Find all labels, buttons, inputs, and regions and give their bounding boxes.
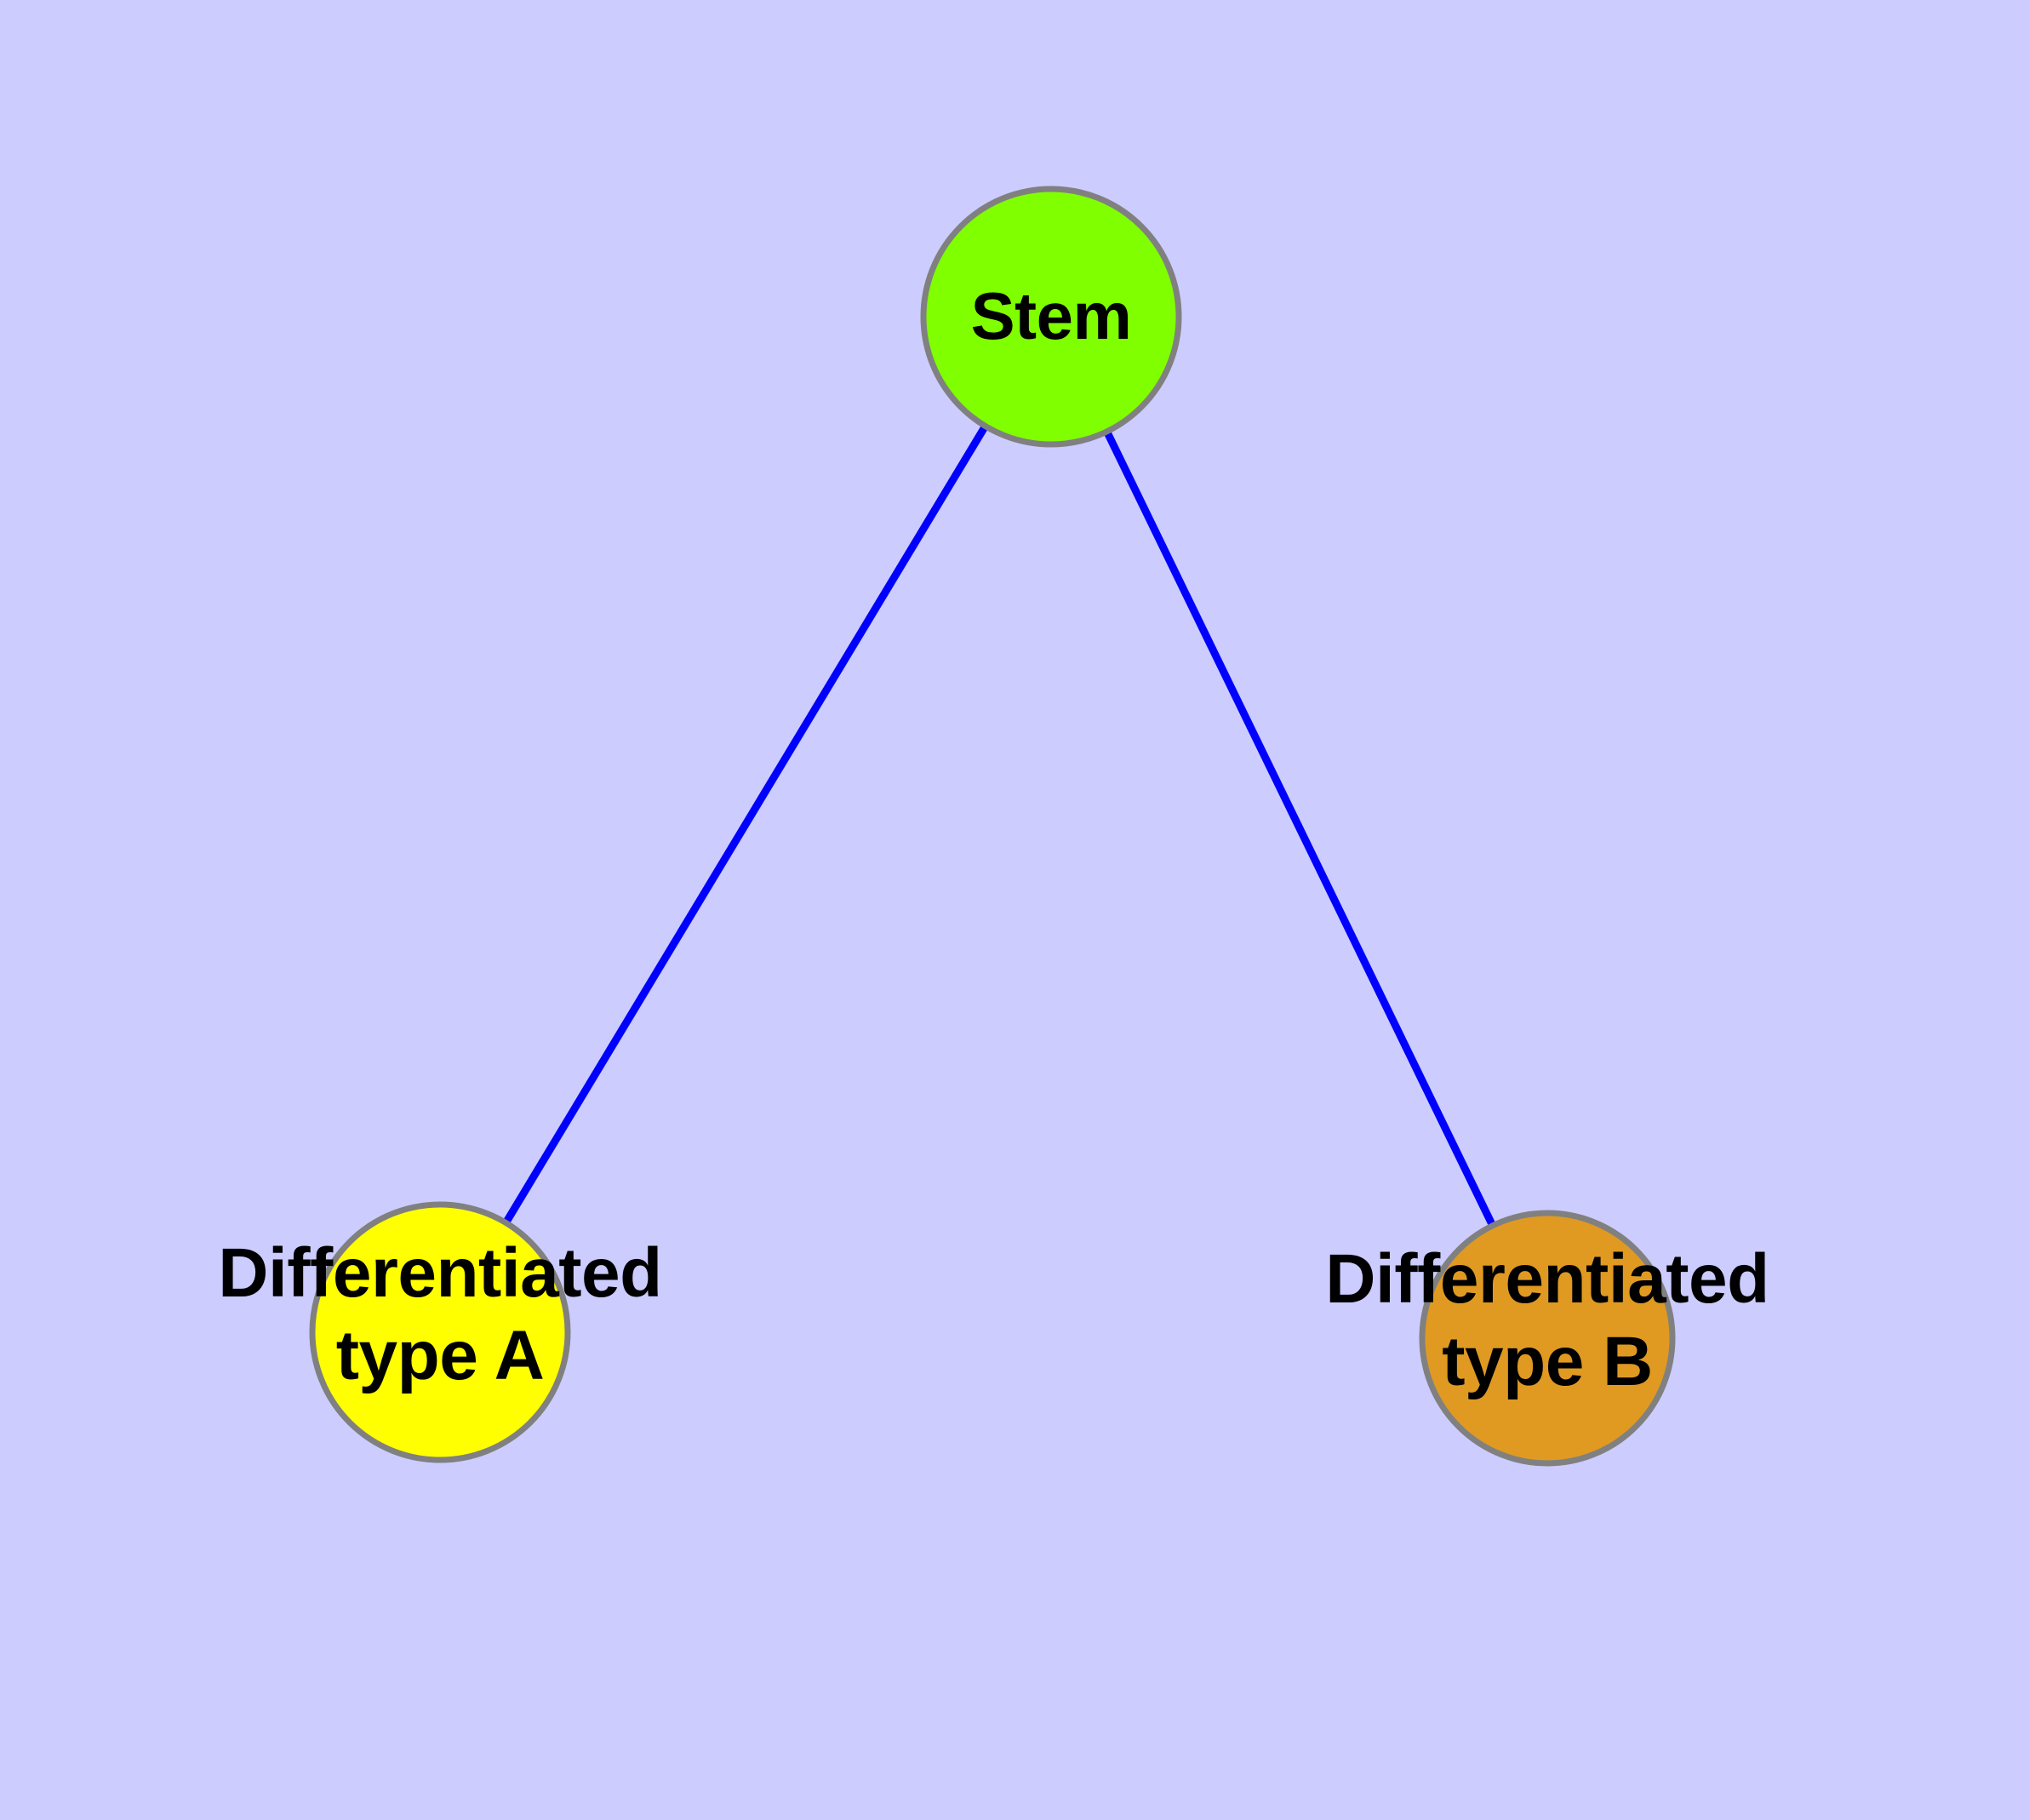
edge-layer <box>501 422 1497 1229</box>
graph-node-diff-a[interactable] <box>309 1201 571 1463</box>
graph-node-stem[interactable] <box>920 186 1182 448</box>
edge-stem-diff-a[interactable] <box>501 422 990 1227</box>
node-layer <box>309 186 1676 1467</box>
edge-stem-diff-b[interactable] <box>1102 428 1497 1229</box>
graph-node-diff-b[interactable] <box>1419 1210 1676 1467</box>
